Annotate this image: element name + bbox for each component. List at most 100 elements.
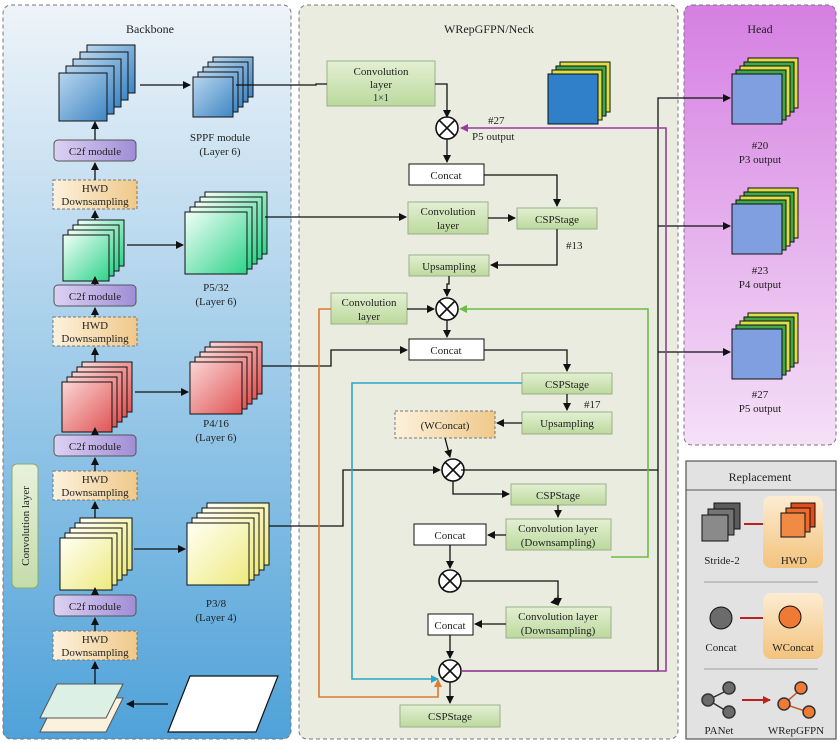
- wconcat-legend-label: WConcat: [772, 642, 814, 654]
- hwd-label-1a: HWD: [82, 183, 108, 195]
- backbone-yellow-feature-stack: [59, 517, 133, 591]
- hwd-replacement-label: HWD: [781, 555, 807, 567]
- tag-17: #17: [584, 399, 601, 411]
- conv-1x1-line2: layer: [370, 79, 392, 91]
- hwd-label-4a: HWD: [82, 634, 108, 646]
- c2f-label-1: C2f module: [69, 146, 121, 158]
- panet-label: PANet: [705, 725, 734, 737]
- backbone-title: Backbone: [126, 22, 174, 36]
- p3-feature-stack: [186, 502, 270, 586]
- input-feature-planes: [39, 683, 124, 733]
- wconcat-legend-icon: [778, 605, 802, 629]
- cspstage-label-1: CSPStage: [535, 214, 579, 226]
- hwd-label-3a: HWD: [82, 474, 108, 486]
- concat-legend-label: Concat: [705, 642, 736, 654]
- hwd-downsampling-3: [52, 470, 138, 501]
- concat-label-2: Concat: [430, 345, 461, 357]
- p3-label-1: P3/8: [206, 598, 227, 610]
- green-skip-line: [459, 305, 649, 558]
- p4-label-1: P4/16: [203, 418, 229, 430]
- cspstage-label-2: CSPStage: [545, 379, 589, 391]
- hwd-label-2a: HWD: [82, 320, 108, 332]
- replacement-title: Replacement: [729, 470, 792, 484]
- p5-label-1: P5/32: [203, 282, 229, 294]
- p5-output-neck: P5 output: [472, 131, 514, 143]
- p3-output-stack: [731, 57, 799, 125]
- conv-box-2-line1: Convolution: [420, 206, 476, 218]
- conv-1x1-line3: 1×1: [373, 93, 389, 104]
- wconcat-box: [394, 410, 496, 439]
- p5-feature-stack: [184, 191, 268, 275]
- sppf-label-1: SPPF module: [190, 132, 250, 144]
- hwd-label-3b: Downsampling: [61, 487, 129, 499]
- neck-panel: [298, 4, 679, 740]
- backbone-top-feature-stack: [58, 44, 136, 122]
- mul-node-4: [438, 569, 462, 593]
- purple-feedback-line: [460, 124, 667, 672]
- conv-box-3: [330, 292, 408, 325]
- head-out3-label: P5 output: [739, 403, 781, 415]
- concat-legend-icon: [709, 606, 733, 630]
- p4-label-2: (Layer 6): [195, 432, 237, 444]
- stride2-label: Stride-2: [704, 555, 739, 567]
- head-out1-label: P3 output: [739, 154, 781, 166]
- hwd-label-4b: Downsampling: [61, 647, 129, 659]
- p3-label-2: (Layer 4): [195, 612, 237, 624]
- p5-output-stack: [731, 312, 799, 380]
- upsampling-label-2: Upsampling: [540, 418, 594, 430]
- wconcat-label: (WConcat): [421, 420, 470, 432]
- sppf-feature-stack: [192, 56, 254, 118]
- neck-title: WRepGFPN/Neck: [444, 22, 534, 36]
- c2f-label-2: C2f module: [69, 291, 121, 303]
- hwd-downsampling-4: [52, 630, 138, 661]
- conv-down-1-line2: (Downsampling): [521, 537, 596, 549]
- conv-box-3-line2: layer: [358, 311, 380, 323]
- concat-label-4: Concat: [434, 620, 465, 632]
- head-out2-tag: #23: [752, 265, 769, 277]
- mul-node-5: [438, 659, 462, 683]
- head-out3-tag: #27: [752, 389, 769, 401]
- cspstage-box-4: [399, 704, 501, 728]
- wrepgfpn-label: WRepGFPN: [768, 725, 824, 737]
- conv-down-box-2: [505, 606, 612, 639]
- orange-skip-line: [318, 308, 442, 698]
- c2f-label-3: C2f module: [69, 441, 121, 453]
- conv-box-2: [407, 201, 489, 235]
- head-out2-label: P4 output: [739, 279, 781, 291]
- c2f-label-4: C2f module: [69, 601, 121, 613]
- backbone-green-feature-stack: [62, 219, 125, 282]
- conv-down-2-line2: (Downsampling): [521, 625, 596, 637]
- conv-box-2-line2: layer: [437, 220, 459, 232]
- backbone-red-feature-stack: [61, 361, 133, 433]
- conv-down-box-1: [505, 518, 612, 551]
- tag-27-neck: #27: [488, 115, 505, 127]
- neck-feature-stack: [547, 61, 611, 125]
- hwd-label-1b: Downsampling: [61, 196, 129, 208]
- hwd-label-2b: Downsampling: [61, 333, 129, 345]
- hwd-downsampling-1: [52, 179, 138, 210]
- mul-node-1: [435, 116, 459, 140]
- blue-skip-line: [351, 382, 522, 683]
- p5-label-2: (Layer 6): [195, 296, 237, 308]
- input-image-plane: [167, 675, 279, 733]
- concat-label-1: Concat: [430, 170, 461, 182]
- conv-1x1-box: [326, 60, 436, 107]
- upsampling-label-1: Upsampling: [422, 261, 476, 273]
- p4-output-stack: [731, 187, 799, 255]
- cspstage-label-3: CSPStage: [536, 490, 580, 502]
- cspstage-label-4: CSPStage: [428, 711, 472, 723]
- mul-node-3: [441, 458, 465, 482]
- tag-13: #13: [566, 240, 583, 252]
- backbone-side-conv-box: [11, 463, 39, 589]
- conv-box-3-line1: Convolution: [341, 297, 397, 309]
- conv-down-2-line1: Convolution layer: [518, 611, 598, 623]
- sppf-label-2: (Layer 6): [199, 146, 241, 158]
- p4-feature-stack: [189, 341, 263, 415]
- concat-label-3: Concat: [434, 530, 465, 542]
- hwd-replacement-icon: [780, 502, 816, 538]
- conv-1x1-line1: Convolution: [353, 66, 409, 78]
- mul-node-2: [435, 297, 459, 321]
- panet-icon: [701, 681, 736, 719]
- stride2-icon: [701, 502, 741, 542]
